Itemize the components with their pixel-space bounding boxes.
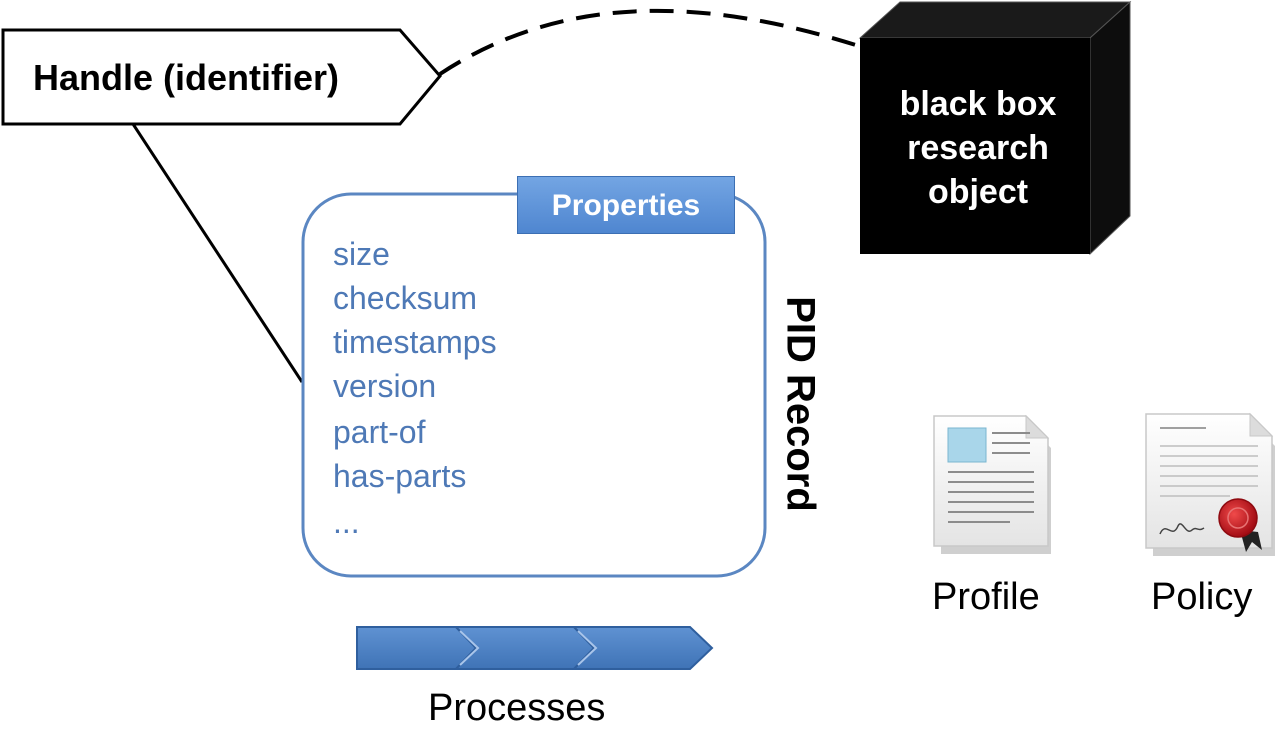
black-box-cube (858, 0, 1132, 256)
black-box-label-line-3: object (927, 173, 1029, 211)
profile-document-icon (933, 414, 1051, 554)
handle-label: Handle (identifier) (33, 57, 340, 98)
signature-mark (1159, 523, 1205, 535)
handle-to-record-line (131, 123, 304, 383)
property-item: has-parts (333, 458, 467, 494)
handle-to-object-dashed-curve (438, 8, 863, 76)
black-box-label-line-1: black box (899, 85, 1057, 123)
properties-tab: Properties (517, 176, 735, 234)
policy-caption: Policy (1151, 576, 1253, 618)
processes-arrow (356, 626, 714, 670)
property-item: version (333, 368, 437, 404)
wax-seal-icon (1218, 498, 1258, 538)
handle-shape (1, 28, 442, 126)
property-item: timestamps (333, 324, 497, 360)
property-item: size (333, 236, 390, 272)
property-item: checksum (333, 280, 478, 316)
property-item: ... (333, 504, 360, 540)
property-item: part-of (333, 414, 426, 450)
black-box-label-line-2: research (907, 129, 1049, 167)
profile-caption: Profile (932, 576, 1040, 618)
pid-record-title: PID Record (778, 296, 823, 512)
policy-document-icon (1145, 412, 1275, 556)
processes-caption: Processes (428, 687, 606, 729)
